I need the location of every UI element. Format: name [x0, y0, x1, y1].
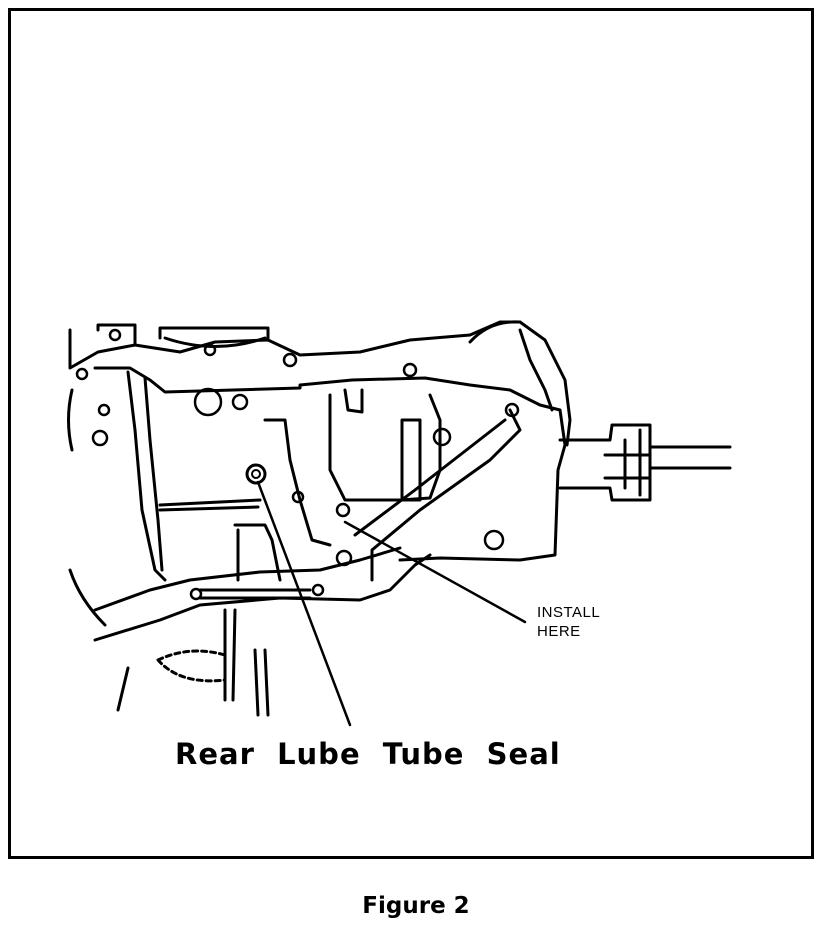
output-shaft: [603, 445, 732, 480]
bolt: [432, 427, 452, 447]
seal-fitting-inner: [251, 469, 261, 479]
pan-rail-lower: [93, 553, 432, 642]
seal-fitting: [245, 463, 267, 485]
case-body: [93, 366, 567, 562]
bolt: [335, 549, 353, 567]
bolt: [291, 490, 305, 504]
bolt: [203, 343, 217, 357]
lower-block: [233, 523, 282, 582]
lower-oval: [156, 649, 227, 683]
case-top-bosses: [96, 323, 270, 348]
bolt: [97, 403, 111, 417]
leader-line-install: [343, 520, 527, 624]
bolt: [75, 367, 89, 381]
bolt: [402, 362, 418, 378]
bolt-large: [193, 387, 223, 417]
case-left-edge: [126, 370, 167, 582]
bell-housing: [67, 388, 107, 627]
install-here-callout: INSTALL HERE: [537, 603, 600, 641]
leader-line-seal: [256, 480, 352, 727]
extension-housing: [468, 320, 572, 447]
yoke-detail: [623, 428, 642, 497]
pan-rail-slot: [198, 588, 312, 600]
bolt: [231, 393, 249, 411]
bolt: [483, 529, 505, 551]
bolt: [311, 583, 325, 597]
figure-frame: [8, 8, 814, 859]
lower-shelf: [158, 498, 262, 512]
extension-ring: [518, 328, 554, 412]
output-yoke: [558, 423, 652, 502]
left-tick: [116, 666, 130, 712]
pan-rail-upper: [93, 546, 402, 612]
bolt: [91, 429, 109, 447]
figure-caption: Figure 2: [362, 893, 470, 919]
here-label: HERE: [537, 623, 581, 640]
bolt: [108, 328, 122, 342]
inner-slot: [400, 418, 422, 502]
bolt: [189, 587, 203, 601]
inner-structure: [263, 418, 332, 547]
bolt: [504, 402, 520, 418]
lower-tube: [223, 608, 270, 717]
case-inner-wall: [143, 376, 164, 572]
bolt: [282, 352, 298, 368]
bolt: [335, 502, 351, 518]
rear-lube-tube-seal-label: Rear Lube Tube Seal: [175, 737, 561, 771]
inner-rib: [343, 388, 364, 414]
install-label: INSTALL: [537, 604, 601, 621]
